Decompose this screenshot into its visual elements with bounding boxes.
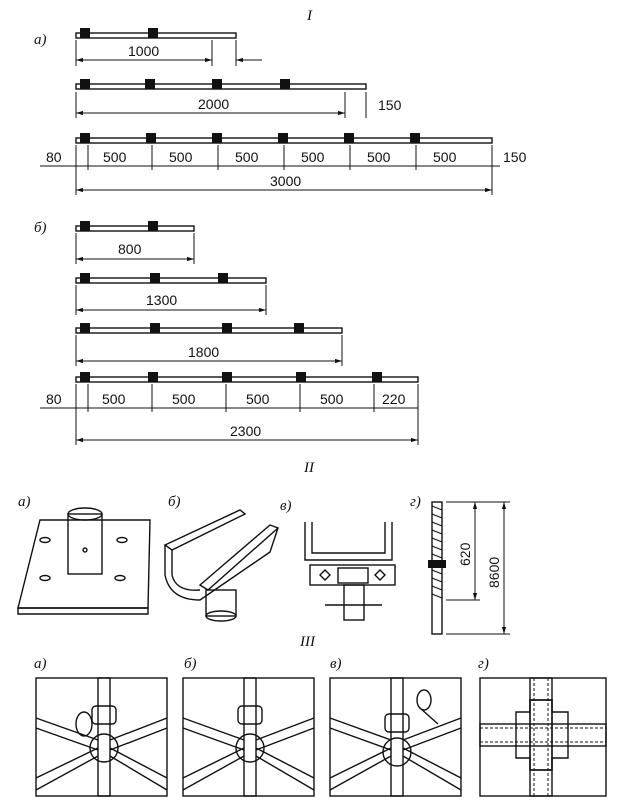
seg-b-3: 500	[246, 391, 270, 407]
label-III-a: а)	[34, 656, 47, 672]
label-II-v: в)	[280, 498, 292, 514]
screw-jack	[428, 501, 510, 635]
bar-b-800	[75, 221, 195, 264]
label-I-a: а)	[34, 32, 47, 48]
label-II-g: г)	[410, 494, 421, 510]
node-detail-a	[35, 677, 168, 797]
seg-a-6: 500	[433, 149, 457, 165]
dim-80-a: 80	[46, 149, 62, 165]
dim-800: 800	[118, 241, 142, 257]
seg-a-3: 500	[235, 149, 259, 165]
dim-2000: 2000	[198, 96, 229, 112]
seg-a-5: 500	[367, 149, 391, 165]
dim-2300: 2300	[230, 423, 261, 439]
seg-a-2: 500	[169, 149, 193, 165]
bar-a-3000	[40, 133, 500, 195]
seg-a-4: 500	[301, 149, 325, 165]
label-I-b: б)	[34, 220, 47, 236]
section-title-1: I	[306, 8, 313, 24]
u-head	[163, 509, 280, 622]
node-detail-b	[182, 677, 315, 797]
section-title-3: III	[299, 634, 316, 650]
label-III-g: г)	[478, 656, 489, 672]
u-clamp	[304, 522, 396, 621]
bar-b-1800	[75, 323, 343, 366]
seg-b-4: 500	[320, 391, 344, 407]
dim-150-a2: 150	[378, 97, 402, 113]
dim-620: 620	[457, 542, 473, 566]
seg-b-tail: 220	[382, 391, 406, 407]
seg-a-1: 500	[103, 149, 127, 165]
dim-1000: 1000	[128, 43, 159, 59]
node-detail-g	[479, 677, 607, 797]
dim-80-b: 80	[46, 391, 62, 407]
dim-1300: 1300	[146, 292, 177, 308]
label-III-v: в)	[330, 656, 342, 672]
label-III-b: б)	[184, 656, 197, 672]
dim-150-a3: 150	[503, 149, 527, 165]
dim-8600: 8600	[486, 557, 502, 588]
label-II-b: б)	[168, 494, 181, 510]
seg-b-1: 500	[102, 391, 126, 407]
label-II-a: а)	[18, 494, 31, 510]
bar-a-2000	[75, 79, 367, 118]
bar-b-2300	[40, 372, 419, 445]
dim-3000: 3000	[270, 173, 301, 189]
section-title-2: II	[303, 460, 315, 476]
base-plate	[17, 507, 151, 615]
bar-b-1300	[75, 273, 267, 315]
bar-a-1000	[75, 28, 262, 66]
seg-b-2: 500	[172, 391, 196, 407]
node-detail-v	[329, 677, 462, 797]
dim-1800: 1800	[188, 344, 219, 360]
